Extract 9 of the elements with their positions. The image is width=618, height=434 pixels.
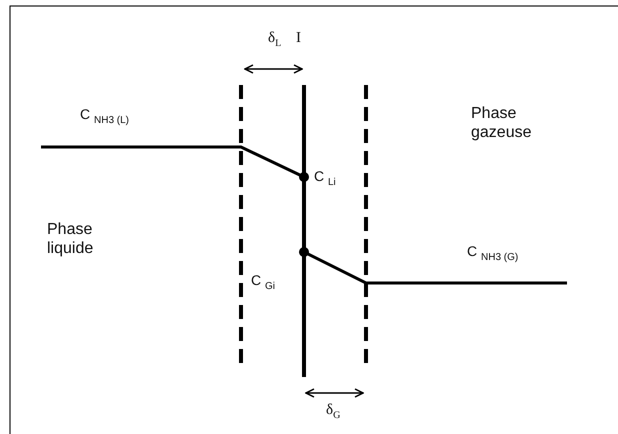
concentration-label: C $_{NH3 (G)}$ <box>467 243 518 265</box>
interface-label: I <box>296 30 301 47</box>
concentration-label: C $_{NH3 (L)}$ <box>80 106 130 128</box>
film-thickness-label: δ$_{L}$ <box>268 30 282 51</box>
phase-label: Phase liquide <box>47 220 94 258</box>
concentration-label: C $_{Li}$ <box>314 168 336 190</box>
concentration-label: C $_{Gi}$ <box>251 272 275 294</box>
phase-label: Phase gazeuse <box>471 104 532 142</box>
film-thickness-label: δ$_{G}$ <box>326 402 340 423</box>
